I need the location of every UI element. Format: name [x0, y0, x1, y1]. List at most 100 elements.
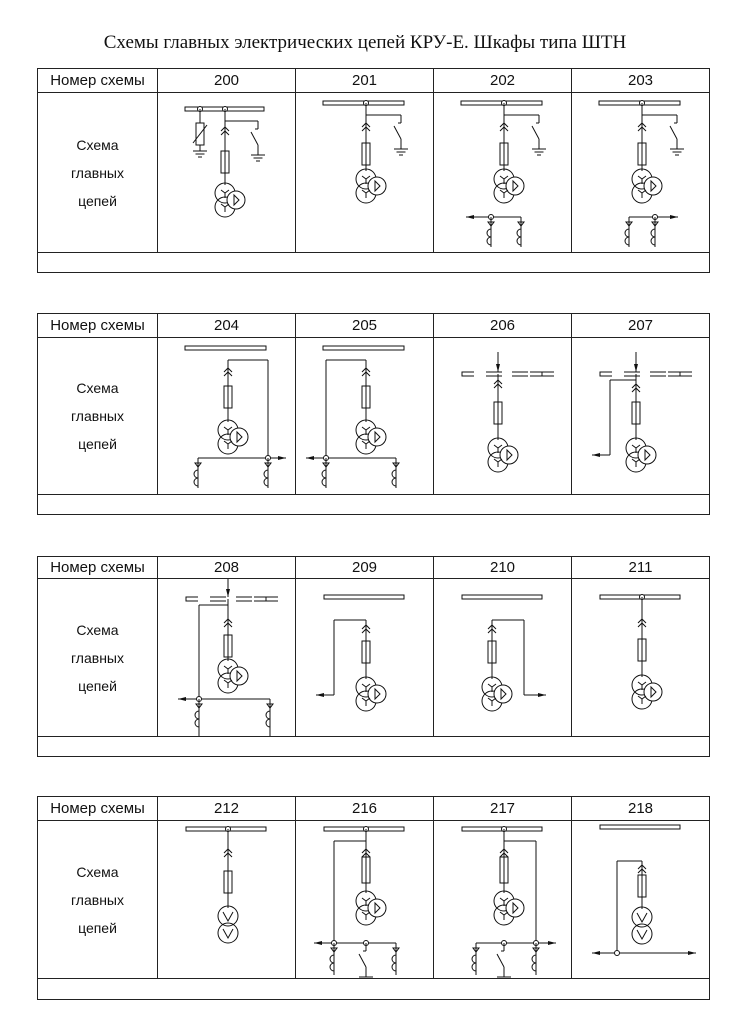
- disconnector-icon: [223, 848, 233, 858]
- fuse-icon: [487, 640, 497, 664]
- schematic-svg: [316, 594, 405, 712]
- scheme-number: 211: [628, 559, 653, 576]
- circuit-diagram-218: [572, 821, 709, 978]
- ground-icon: [193, 150, 207, 158]
- fuse-icon: [223, 870, 233, 894]
- disconnector-icon: [637, 122, 647, 132]
- busbar-dashed: [185, 596, 278, 602]
- disconnector-icon: [637, 618, 647, 628]
- fuse-icon: [493, 401, 503, 425]
- circuit-diagram-210: [434, 579, 572, 736]
- disconnector-icon: [361, 848, 371, 858]
- outgoing-arrow-icon: [466, 215, 491, 219]
- disconnector-icon: [361, 367, 371, 377]
- circuit-diagram-217: [434, 821, 572, 978]
- fuse-icon: [499, 856, 509, 884]
- outgoing-arrow-icon: [178, 697, 199, 701]
- schematic-svg: [461, 826, 556, 978]
- footer-row: [38, 737, 709, 756]
- current-transformer-icon: [194, 699, 203, 736]
- fuse-icon: [361, 385, 371, 409]
- schematic-svg: [178, 579, 278, 736]
- row-label-line: цепей: [78, 677, 117, 694]
- scheme-number: 204: [158, 314, 296, 337]
- outgoing-arrow-icon: [617, 951, 696, 955]
- scheme-number: 200: [158, 69, 296, 92]
- transformer-icon: [631, 674, 663, 710]
- schematic-svg: [306, 345, 405, 488]
- scheme-number: 206: [434, 314, 572, 337]
- schematic-svg: [461, 594, 546, 712]
- fuse-icon: [220, 150, 230, 174]
- schematic-svg: [598, 100, 684, 247]
- disconnector-icon: [493, 379, 503, 389]
- outgoing-arrow-icon: [306, 456, 326, 460]
- outgoing-arrow-icon: [592, 951, 617, 955]
- header-label: Номер схемы: [38, 797, 158, 820]
- transformer-icon: [493, 168, 525, 204]
- disconnector-icon: [223, 618, 233, 628]
- circuit-diagram-207: [572, 338, 709, 494]
- schematic-svg: [185, 826, 267, 944]
- schematic-svg: [184, 345, 286, 488]
- scheme-number: 201: [296, 69, 434, 92]
- current-transformer-icon: [391, 943, 400, 975]
- schematic-svg: [592, 352, 692, 473]
- fuse-icon: [361, 142, 371, 166]
- transformer-icon: [355, 419, 387, 455]
- outgoing-arrow-icon: [655, 215, 678, 219]
- circuit-diagram-208: [158, 579, 296, 736]
- busbar: [599, 824, 681, 830]
- ground-icon: [359, 976, 373, 978]
- transformer-icon: [493, 890, 525, 926]
- outgoing-arrow-icon: [524, 693, 546, 697]
- earthing-switch-icon: [496, 943, 511, 978]
- earthing-switch-icon: [669, 115, 684, 156]
- fuse-icon: [223, 634, 233, 658]
- voltage-transformer-icon: [217, 905, 239, 944]
- disconnector-icon: [220, 126, 230, 136]
- outgoing-arrow-icon: [592, 453, 610, 457]
- transformer-icon: [355, 168, 387, 204]
- fuse-icon: [637, 638, 647, 662]
- row-label-line: главных: [71, 408, 124, 424]
- schematic-svg: [460, 100, 546, 247]
- busbar-dashed: [461, 371, 554, 377]
- ground-icon: [497, 976, 511, 978]
- document-title: Схемы главных электрических цепей КРУ-Е.…: [103, 32, 627, 53]
- fuse-icon: [637, 874, 647, 898]
- schematic-svg: [184, 106, 265, 218]
- scheme-number: 205: [296, 314, 434, 337]
- scheme-number: 217: [434, 797, 572, 820]
- earthing-switch-icon: [250, 121, 265, 162]
- current-transformer-icon: [263, 458, 272, 488]
- scheme-number: 208: [158, 557, 296, 578]
- outgoing-arrow-icon: [316, 693, 334, 697]
- current-transformer-icon: [321, 458, 330, 488]
- row-label-line: Схема: [76, 136, 119, 153]
- current-transformer-icon: [650, 217, 659, 247]
- earthing-switch-icon: [531, 115, 546, 156]
- disconnector-icon: [499, 848, 509, 858]
- current-transformer-icon: [193, 458, 202, 488]
- transformer-icon: [214, 182, 246, 218]
- busbar: [322, 100, 405, 106]
- fuse-icon: [499, 142, 509, 166]
- busbar-dashed: [599, 371, 692, 377]
- header-label: Номер схемы: [38, 69, 158, 92]
- disconnector-icon: [223, 367, 233, 377]
- earthing-switch-icon: [358, 943, 373, 978]
- busbar: [322, 345, 405, 351]
